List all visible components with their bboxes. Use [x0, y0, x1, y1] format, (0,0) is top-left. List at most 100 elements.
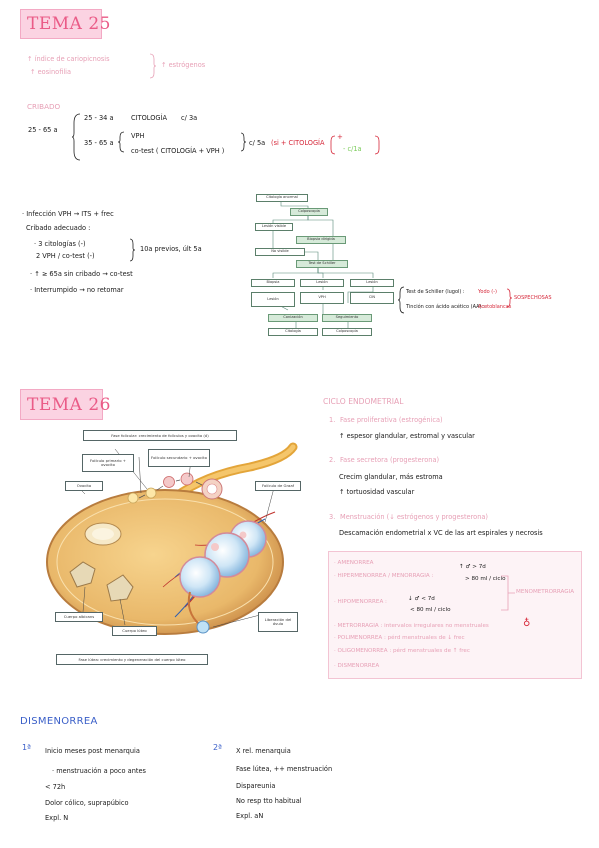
ovary-label-bottom: Fase lútea: crecimiento y degeneración d… — [56, 654, 208, 665]
dismenorrea-col2-line-4: No resp tto habitual — [236, 797, 302, 805]
flowchart-connectors — [272, 200, 374, 328]
dismenorrea-col2-line-3: Dispareunia — [236, 782, 276, 790]
alterations-box — [328, 551, 582, 679]
cribado-negative-note: - c/1a — [343, 145, 362, 153]
alt-hipermenorrea: · HIPERMENORREA / MENORRAGIA : — [334, 573, 434, 579]
alt-polimenorrea: · POLIMENORREA : pérd menstruales de ↓ f… — [334, 635, 465, 641]
acetic-text: Tinción con ácido acético (AA) : — [406, 304, 485, 310]
cribado-positive-sign: + — [337, 133, 343, 141]
cribado-bracket — [330, 135, 336, 155]
cribado-branch2-opt2: co-test ( CITOLOGÍA + VPH ) — [131, 147, 225, 155]
schiller-sospechosas: SOSPECHOSAS — [514, 295, 552, 301]
fase2-desc1: Crecim glandular, más estroma — [339, 473, 443, 481]
alt-hipomenorrea: · HIPOMENORREA : — [334, 599, 387, 605]
cribado-branch2-age: 35 - 65 a — [84, 139, 114, 147]
fase1-num: 1. — [329, 416, 336, 424]
alt-hiper-detail-2: > 80 ml / ciclo — [465, 576, 506, 582]
cribado-branch2-freq: c/ 5a — [249, 139, 266, 147]
tema25-intro-brace — [149, 53, 157, 79]
schiller-result: Yodo (-) — [478, 289, 497, 295]
tema26-title-box — [20, 389, 103, 420]
tema25-note-3: · 3 citologías (-) — [34, 240, 86, 248]
ovary-label-primario: Folículo primario + ovocito — [82, 454, 134, 472]
fase2-name: Fase secretora (progesterona) — [340, 456, 440, 464]
tema25-notes-brace-text: 10a previos, últ 5a — [140, 245, 202, 253]
tema25-title-box — [20, 9, 102, 39]
flow-box-colposcopia: Colposcopia — [290, 208, 328, 216]
tema25-note-2: Cribado adecuado : — [26, 224, 91, 232]
tema25-intro-2: ↑ eosinofilia — [30, 68, 72, 76]
fase1-desc: ↑ espesor glandular, estromal y vascular — [339, 432, 475, 440]
dismenorrea-col1-line-4: Dolor cólico, suprapúbico — [45, 799, 129, 807]
dismenorrea-col2-line-5: Expl. aN — [236, 812, 264, 820]
cribado-branch1-age: 25 - 34 a — [84, 114, 114, 122]
flow-box-lesion-b: Lesión — [300, 279, 344, 287]
flow-box-citologia: Citología — [268, 328, 318, 336]
acetic-result: Acetoblancas — [478, 304, 512, 310]
cribado-branch2-opt1: VPH — [131, 132, 145, 140]
ovary-diagram — [46, 442, 298, 635]
cribado-label: CRIBADO — [27, 102, 61, 111]
dismenorrea-title: DISMENORREA — [20, 716, 98, 727]
dismenorrea-col2-line-1: X rel. menarquia — [236, 747, 291, 755]
flow-box-lesion-d: Lesión — [251, 292, 295, 307]
tema25-note-6: · Interrumpido → no retomar — [30, 286, 124, 294]
alt-oligomenorrea: · OLIGOMENORREA : pérd menstruales de ↑ … — [334, 648, 470, 654]
flow-box-colposcopia-2: Colposcopia — [322, 328, 372, 336]
ovary-label-luteo: Cuerpo lúteo — [112, 626, 157, 636]
tema25-note-5: · ↑ ≥ 65a sin cribado → co-test — [30, 270, 133, 278]
alt-hipo-detail-1: ↓ ♂ < 7d — [408, 596, 435, 602]
ovary-label-top: Fase folicular: crecimiento de folículos… — [83, 430, 237, 441]
flow-box-seguimiento: Seguimiento — [322, 314, 372, 322]
schiller-brace — [397, 286, 405, 314]
cribado-bracket-right — [374, 135, 380, 155]
tema25-note-1: · Infección VPH → ITS + frec — [22, 210, 114, 218]
cribado-age-range: 25 - 65 a — [28, 126, 58, 134]
flow-box-test-schiller: Test de Schiller — [296, 260, 348, 268]
ovary-label-liberacion: Liberación del óvulo — [258, 612, 298, 632]
cribado-branch2-brace-right — [240, 132, 247, 152]
cribado-brace — [71, 113, 81, 161]
cribado-positive-note: (si + CITOLOGÍA — [271, 139, 325, 147]
cribado-branch1-text: CITOLOGÍA — [131, 114, 167, 122]
flow-box-no-visible: No visible — [255, 248, 305, 256]
schiller-result-brace — [506, 288, 513, 308]
fase2-desc2: ↑ tortuosidad vascular — [339, 488, 415, 496]
alt-dismenorrea: · DISMENORREA — [334, 663, 380, 669]
flow-box-citologia-anormal: Citología anormal — [256, 194, 308, 202]
dismenorrea-col2-num: 2ª — [213, 743, 222, 752]
fase1-name: Fase proliferativa (estrogénica) — [340, 416, 443, 424]
schiller-text: Test de Schiller (lugol) : — [406, 289, 465, 295]
alt-hiper-detail-1: ↑ ♂ > 7d — [459, 564, 486, 570]
alt-metro-symbol: ♁ — [523, 618, 531, 629]
dismenorrea-col1-num: 1ª — [22, 743, 31, 752]
alt-metrorragia: · METRORRAGIA : intervalos irregulares n… — [334, 623, 489, 629]
dismenorrea-col2-line-2: Fase lútea, ++ menstruación — [236, 765, 333, 773]
ovary-label-secundario: Folículo secundario + ovocito — [148, 449, 210, 467]
cribado-branch1-freq: c/ 3a — [181, 114, 198, 122]
tema25-note-4: 2 VPH / co-test (-) — [36, 252, 95, 260]
fase3-name: Menstruación (↓ estrógenos y progesteron… — [340, 513, 488, 521]
flow-box-lesion-visible: Lesión visible — [255, 223, 293, 231]
fase3-desc: Descamación endometrial x VC de las art … — [339, 529, 543, 537]
flow-box-vph: VPH — [300, 292, 344, 304]
alt-bracket — [501, 575, 515, 611]
ovary-label-ovocito: Ovocito — [65, 481, 103, 491]
ovary-label-albicans: Cuerpo albicans — [55, 612, 103, 622]
dismenorrea-col1-line-3: < 72h — [45, 783, 66, 791]
alt-menometrorragia: MENOMETRORRAGIA — [516, 589, 575, 595]
ciclo-title: CICLO ENDOMETRIAL — [323, 397, 404, 406]
flow-box-biopsia-a: Biopsia — [251, 279, 295, 287]
ovary-label-graaf: Folículo de Graaf — [255, 481, 301, 491]
tema25-title: TEMA 25 — [27, 14, 111, 34]
tema26-title: TEMA 26 — [27, 395, 111, 415]
flow-box-biopsia-dirigida: Biopsia dirigida — [296, 236, 346, 244]
tema25-intro-1: ↑ índice de cariopicnosis — [27, 55, 110, 63]
dismenorrea-col1-line-2: · menstruación a poco antes — [52, 767, 146, 775]
flow-box-conizacion: Conización — [268, 314, 318, 322]
dismenorrea-col1-line-5: Expl. N — [45, 814, 69, 822]
tema25-notes-brace — [129, 238, 136, 262]
tema25-intro-3: ↑ estrógenos — [161, 61, 206, 69]
fase3-num: 3. — [329, 513, 336, 521]
flow-box-cin: CIN — [350, 292, 394, 304]
